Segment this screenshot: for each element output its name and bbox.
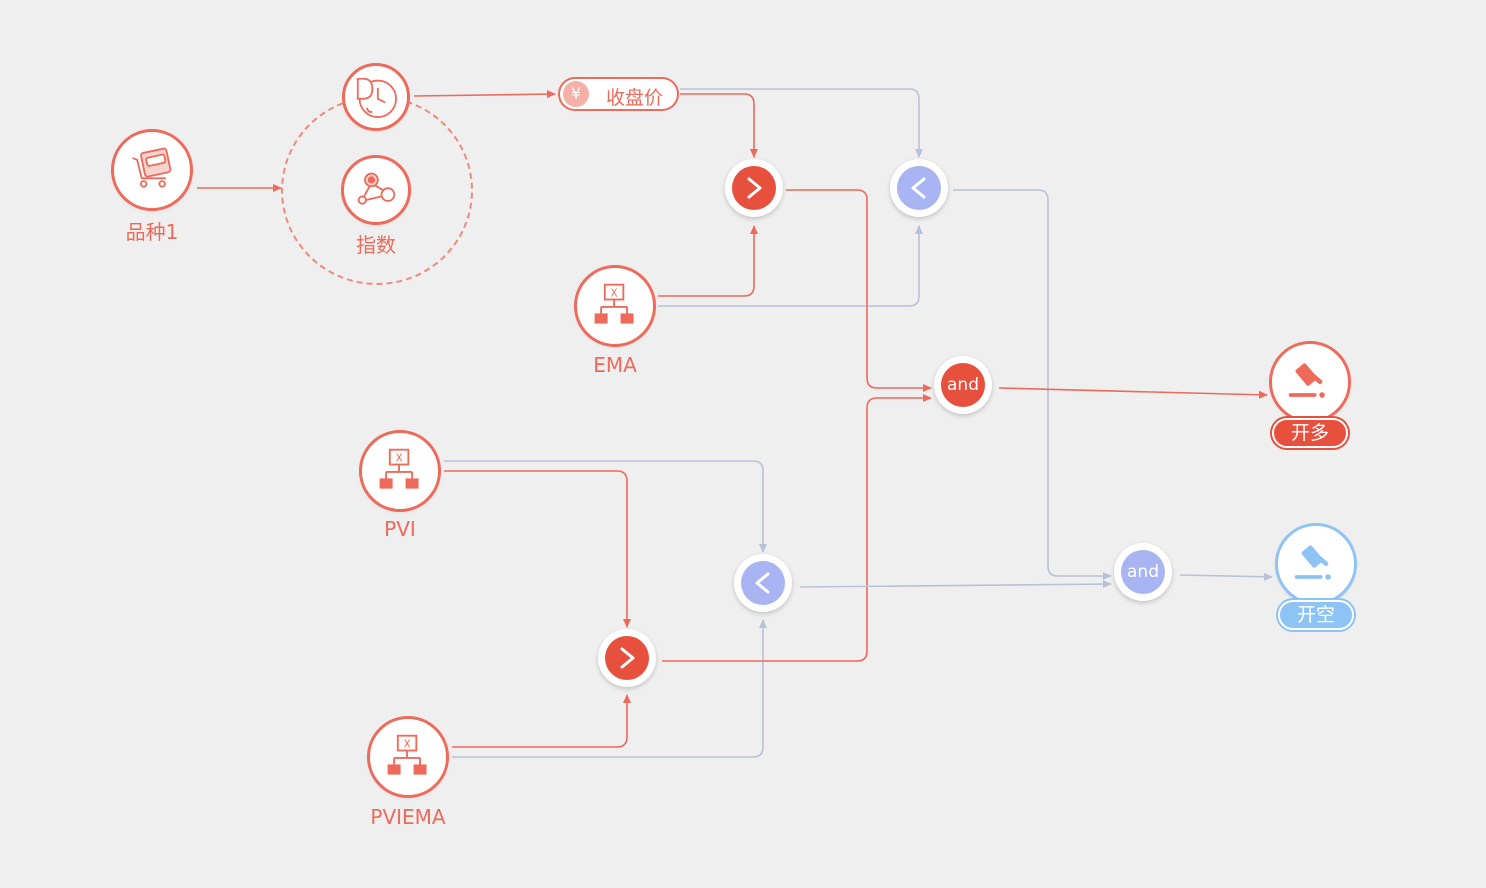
variety-label: 品种1 <box>125 220 179 244</box>
dj-clock-icon <box>356 77 397 118</box>
yen-icon: ¥ <box>563 81 589 107</box>
edge-gt-bottom-to-and-top <box>662 394 932 662</box>
less-than-node-bottom[interactable] <box>734 554 792 612</box>
gavel-icon <box>1288 363 1325 398</box>
less-than-icon <box>911 177 926 199</box>
edge-pvi-to-lt-bottom <box>444 460 767 553</box>
close-price-label: 收盘价 <box>606 87 664 109</box>
greater-than-node-top[interactable] <box>725 159 783 217</box>
pviema-node[interactable]: X <box>367 716 449 798</box>
and-node-bottom[interactable]: and <box>1114 543 1172 601</box>
time-node[interactable] <box>342 63 410 131</box>
pviema-label: PVIEMA <box>370 805 446 829</box>
gavel-icon <box>1294 545 1331 580</box>
greater-than-icon <box>620 647 635 669</box>
close-price-node[interactable]: ¥ 收盘价 <box>558 77 679 111</box>
and-bottom-label: and <box>1121 550 1165 594</box>
edge-ema-to-gt-top <box>658 225 758 297</box>
index-label: 指数 <box>356 233 396 257</box>
ema-node[interactable]: X <box>574 265 656 347</box>
edge-lt-top-to-and-bottom <box>953 189 1112 580</box>
shopping-cart-icon <box>132 147 172 188</box>
svg-text:X: X <box>611 289 618 300</box>
variety-node[interactable] <box>111 129 193 211</box>
greater-than-icon <box>747 177 762 199</box>
network-nodes-icon <box>357 172 396 205</box>
edge-and-bottom-to-open-short <box>1179 572 1273 581</box>
pvi-node[interactable]: X <box>359 430 441 512</box>
and-node-top[interactable]: and <box>934 356 992 414</box>
edge-close-to-lt-top <box>680 88 923 158</box>
less-than-node-top[interactable] <box>890 159 948 217</box>
less-than-icon <box>755 572 770 594</box>
edge-time-to-close <box>413 90 556 99</box>
open-short-node[interactable] <box>1275 523 1357 605</box>
svg-text:X: X <box>396 454 403 465</box>
pvi-label: PVI <box>384 517 416 541</box>
edge-pviema-to-gt-bottom <box>452 694 631 748</box>
edge-lt-bottom-to-and-bottom <box>799 580 1112 589</box>
edge-ema-to-lt-top <box>658 225 923 307</box>
edge-close-to-gt-top <box>680 93 758 158</box>
edge-pviema-to-lt-bottom <box>452 619 767 758</box>
open-long-node[interactable] <box>1269 341 1351 423</box>
formula-tree-icon: X <box>379 448 419 489</box>
open-long-label: 开多 <box>1272 418 1348 448</box>
index-node[interactable] <box>341 155 411 225</box>
edge-gt-top-to-and-top <box>786 189 932 392</box>
edge-and-top-to-open-long <box>998 387 1268 399</box>
open-short-label: 开空 <box>1278 600 1354 630</box>
formula-tree-icon: X <box>387 734 427 775</box>
and-top-label: and <box>941 363 985 407</box>
formula-tree-icon: X <box>594 283 634 324</box>
ema-label: EMA <box>593 353 637 377</box>
greater-than-node-bottom[interactable] <box>598 629 656 687</box>
svg-text:X: X <box>404 740 411 751</box>
edge-pvi-to-gt-bottom <box>444 470 631 628</box>
